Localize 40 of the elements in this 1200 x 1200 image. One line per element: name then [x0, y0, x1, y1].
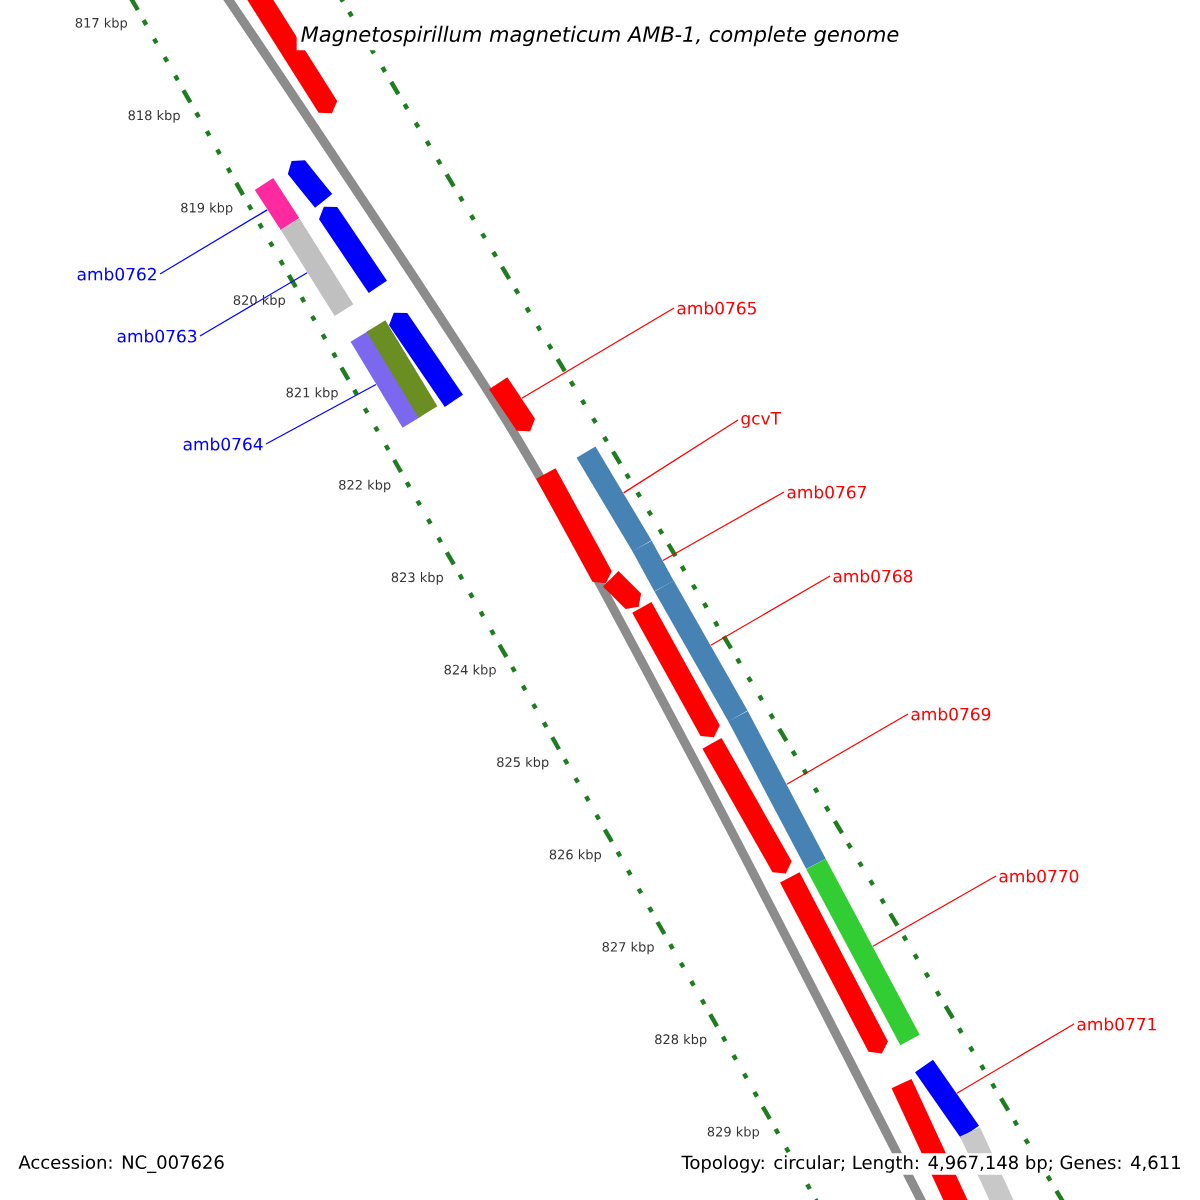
gene-feature [915, 1059, 980, 1139]
gene-label: amb0764 [183, 437, 263, 451]
leader-line [786, 713, 909, 785]
leader-line [872, 875, 997, 947]
gene-feature [602, 570, 642, 610]
gene-feature [319, 206, 387, 293]
gene-feature [489, 377, 535, 432]
gene-label: amb0765 [677, 301, 756, 315]
title: Magnetospirillum magneticum AMB-1, complete genome [296, 21, 904, 51]
leader-line [710, 575, 831, 646]
leader-line [623, 419, 739, 494]
footer-text: Accession: NC_007626 [16, 1153, 227, 1175]
gene-label: amb0768 [833, 569, 913, 583]
leader-line [521, 307, 675, 399]
gene-feature [632, 540, 674, 592]
gene-feature [576, 446, 652, 552]
gene-label: amb0762 [77, 267, 156, 281]
gene-label: gcvT [741, 412, 782, 428]
gene-label: amb0763 [117, 329, 197, 343]
gene-feature [806, 858, 920, 1046]
gene-feature [728, 710, 826, 870]
footer-text: Topology: circular; Length: 4,967,148 bp; Genes: 4,611 [679, 1153, 1184, 1175]
leader-line [956, 1023, 1075, 1094]
leader-line [265, 383, 377, 445]
gene-label: amb0771 [1077, 1017, 1156, 1031]
leader-line [662, 491, 785, 561]
gene-feature [366, 320, 438, 418]
gene-feature [632, 602, 720, 738]
gene-label: amb0770 [999, 869, 1079, 883]
gene-feature [389, 312, 463, 408]
gene-feature [254, 177, 300, 231]
gene-feature [654, 580, 748, 722]
leader-line [199, 272, 308, 337]
gene-label: amb0769 [911, 707, 991, 721]
gene-feature [536, 468, 612, 584]
gene-label: amb0767 [787, 485, 866, 499]
gene-feature [780, 872, 888, 1054]
gene-feature [287, 160, 333, 208]
leader-line [159, 209, 268, 275]
gene-feature [702, 737, 792, 874]
